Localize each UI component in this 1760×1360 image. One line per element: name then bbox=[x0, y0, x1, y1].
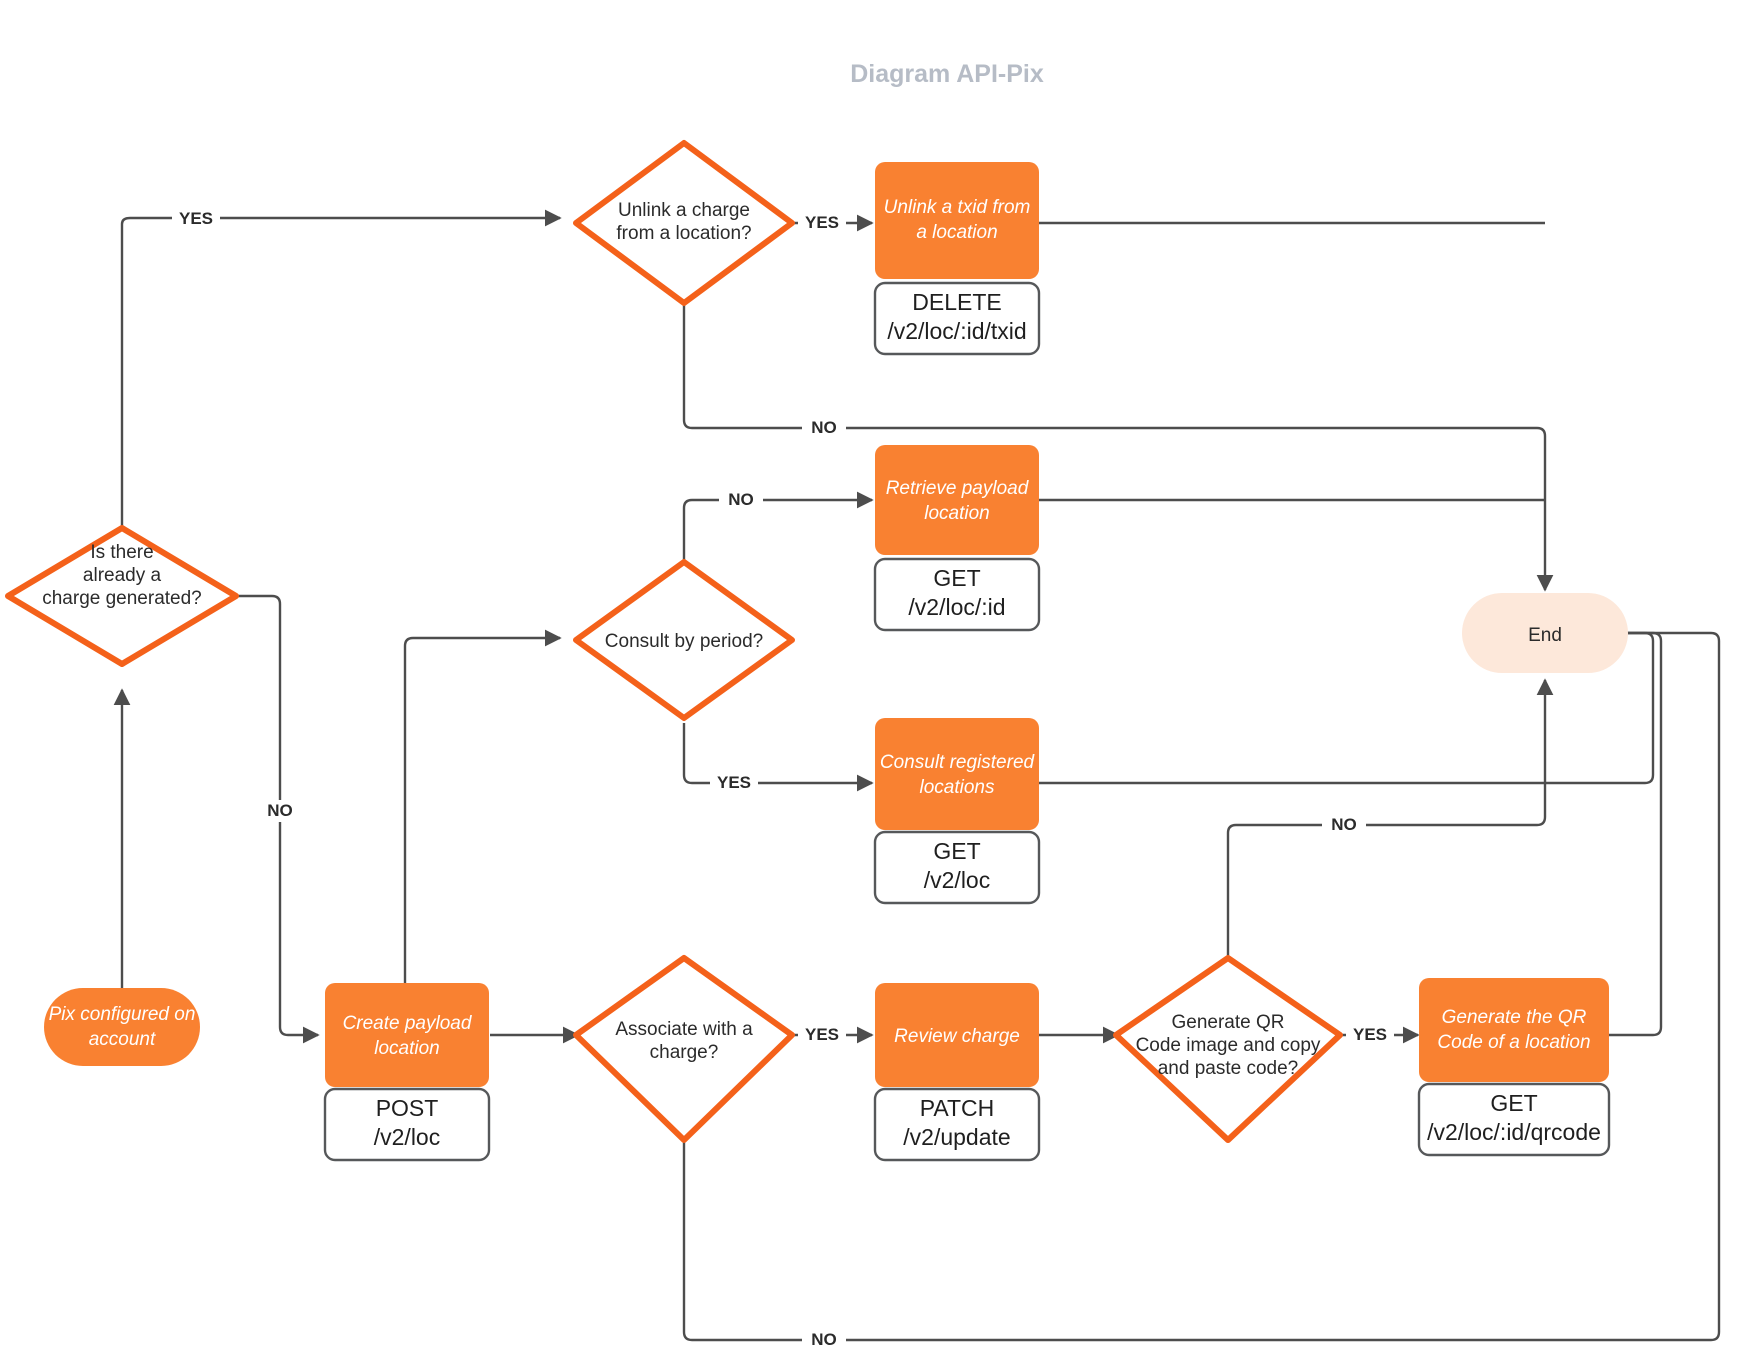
proc-review-charge-line1: Review charge bbox=[894, 1026, 1020, 1047]
proc-unlink-txid-line1: Unlink a txid from bbox=[884, 197, 1031, 218]
proc-generate-qr-method: GET bbox=[1490, 1090, 1537, 1116]
edge-label-charge-no: NO bbox=[267, 801, 293, 820]
edge-label-qr-no: NO bbox=[1331, 815, 1357, 834]
start-label-line1: Pix configured on bbox=[49, 1004, 196, 1025]
proc-review-charge-api-shape bbox=[873, 1087, 1041, 1162]
node-decision-charge-generated[interactable]: Is there already a charge generated? bbox=[5, 525, 239, 667]
decision-generate-qr-line3: and paste code? bbox=[1158, 1058, 1299, 1079]
proc-retrieve-payload-api-shape bbox=[873, 557, 1041, 632]
proc-review-charge-method: PATCH bbox=[920, 1095, 995, 1121]
edge-period-no bbox=[682, 491, 874, 602]
decision-consult-period-line1: Consult by period? bbox=[605, 631, 763, 652]
proc-consult-registered-line2: locations bbox=[920, 777, 995, 798]
node-proc-review-charge[interactable]: Review charge PATCH /v2/update bbox=[873, 983, 1041, 1162]
edge-qr-no bbox=[1226, 678, 1554, 975]
proc-create-payload-api-shape bbox=[323, 1087, 491, 1162]
proc-retrieve-payload-method: GET bbox=[933, 565, 980, 591]
node-proc-consult-registered[interactable]: Consult registered locations GET /v2/loc bbox=[873, 718, 1041, 905]
edge-label-associate-no: NO bbox=[811, 1330, 837, 1349]
proc-consult-registered-method: GET bbox=[933, 838, 980, 864]
proc-consult-registered-path: /v2/loc bbox=[924, 867, 990, 893]
decision-generate-qr-shape bbox=[1113, 955, 1343, 1143]
proc-unlink-txid-shape bbox=[875, 162, 1039, 279]
edge-associate-no bbox=[682, 624, 1721, 1342]
proc-consult-registered-api-shape bbox=[873, 830, 1041, 905]
proc-create-payload-shape bbox=[325, 983, 489, 1087]
decision-generate-qr-line1: Generate QR bbox=[1172, 1012, 1285, 1033]
proc-retrieve-payload-path: /v2/loc/:id bbox=[908, 594, 1005, 620]
edge-label-period-yes: YES bbox=[717, 773, 751, 792]
decision-charge-generated-line2: already a bbox=[83, 565, 162, 586]
proc-generate-qr-api-shape bbox=[1417, 1082, 1611, 1157]
proc-create-payload-line2: location bbox=[374, 1038, 440, 1059]
edge-label-qr-yes: YES bbox=[1353, 1025, 1387, 1044]
proc-create-payload-method: POST bbox=[376, 1095, 439, 1121]
edge-label-period-no: NO bbox=[728, 490, 754, 509]
edge-label-associate-yes: YES bbox=[805, 1025, 839, 1044]
edge-create-to-period bbox=[403, 629, 562, 983]
decision-associate-charge-line1: Associate with a bbox=[615, 1019, 753, 1040]
node-decision-generate-qr[interactable]: Generate QR Code image and copy and past… bbox=[1113, 955, 1343, 1143]
edge-charge-yes bbox=[120, 209, 562, 530]
decision-unlink-line2: from a location? bbox=[616, 223, 751, 244]
proc-consult-registered-shape bbox=[875, 718, 1039, 830]
proc-review-charge-shape bbox=[875, 983, 1039, 1087]
edge-period-yes bbox=[682, 723, 874, 792]
proc-unlink-txid-method: DELETE bbox=[912, 289, 1001, 315]
proc-retrieve-payload-shape bbox=[875, 445, 1039, 555]
node-decision-consult-period[interactable]: Consult by period? bbox=[573, 559, 795, 721]
node-proc-retrieve-payload[interactable]: Retrieve payload location GET /v2/loc/:i… bbox=[873, 445, 1041, 632]
node-start[interactable]: Pix configured on account bbox=[44, 988, 200, 1066]
proc-retrieve-payload-line2: location bbox=[924, 503, 990, 524]
proc-generate-qr-shape bbox=[1419, 978, 1609, 1082]
node-decision-associate-charge[interactable]: Associate with a charge? bbox=[573, 955, 795, 1143]
decision-charge-generated-shape bbox=[5, 525, 239, 667]
start-label-line2: account bbox=[89, 1029, 156, 1050]
decision-consult-period-shape bbox=[573, 559, 795, 721]
start-shape bbox=[44, 988, 200, 1066]
proc-unlink-txid-api-shape bbox=[873, 281, 1041, 356]
decision-associate-charge-line2: charge? bbox=[650, 1042, 719, 1063]
node-decision-unlink[interactable]: Unlink a charge from a location? bbox=[573, 140, 795, 306]
edge-label-unlink-no: NO bbox=[811, 418, 837, 437]
node-proc-generate-qr[interactable]: Generate the QR Code of a location GET /… bbox=[1417, 978, 1611, 1157]
proc-unlink-txid-path: /v2/loc/:id/txid bbox=[887, 318, 1026, 344]
proc-create-payload-line1: Create payload bbox=[343, 1013, 473, 1034]
proc-consult-registered-line1: Consult registered bbox=[880, 752, 1036, 773]
proc-generate-qr-line1: Generate the QR bbox=[1442, 1007, 1587, 1028]
proc-retrieve-payload-line1: Retrieve payload bbox=[886, 478, 1030, 499]
decision-associate-charge-shape bbox=[573, 955, 795, 1143]
proc-review-charge-path: /v2/update bbox=[903, 1124, 1010, 1150]
end-shape bbox=[1462, 593, 1628, 673]
node-proc-unlink-txid[interactable]: Unlink a txid from a location DELETE /v2… bbox=[873, 162, 1041, 356]
node-proc-create-payload[interactable]: Create payload location POST /v2/loc bbox=[323, 983, 491, 1162]
decision-charge-generated-line3: charge generated? bbox=[42, 588, 202, 609]
decision-unlink-line1: Unlink a charge bbox=[618, 200, 750, 221]
node-end[interactable]: End bbox=[1462, 593, 1628, 673]
proc-unlink-txid-line2: a location bbox=[916, 222, 997, 243]
edge-qrproc-to-end bbox=[1573, 624, 1663, 1037]
decision-generate-qr-line2: Code image and copy bbox=[1136, 1035, 1321, 1056]
proc-generate-qr-path: /v2/loc/:id/qrcode bbox=[1427, 1119, 1601, 1145]
page-title: Diagram API-Pix bbox=[850, 60, 1044, 88]
proc-create-payload-path: /v2/loc bbox=[374, 1124, 440, 1150]
edge-unlink-no bbox=[682, 300, 1554, 592]
edge-label-unlink-yes: YES bbox=[805, 213, 839, 232]
edge-label-layer: YES NO YES NO NO YES YES NO YES NO bbox=[172, 208, 1394, 1351]
decision-unlink-shape bbox=[573, 140, 795, 306]
proc-generate-qr-line2: Code of a location bbox=[1437, 1032, 1590, 1053]
end-label: End bbox=[1528, 625, 1562, 646]
edge-label-charge-yes: YES bbox=[179, 209, 213, 228]
decision-charge-generated-line1: Is there bbox=[90, 542, 153, 563]
